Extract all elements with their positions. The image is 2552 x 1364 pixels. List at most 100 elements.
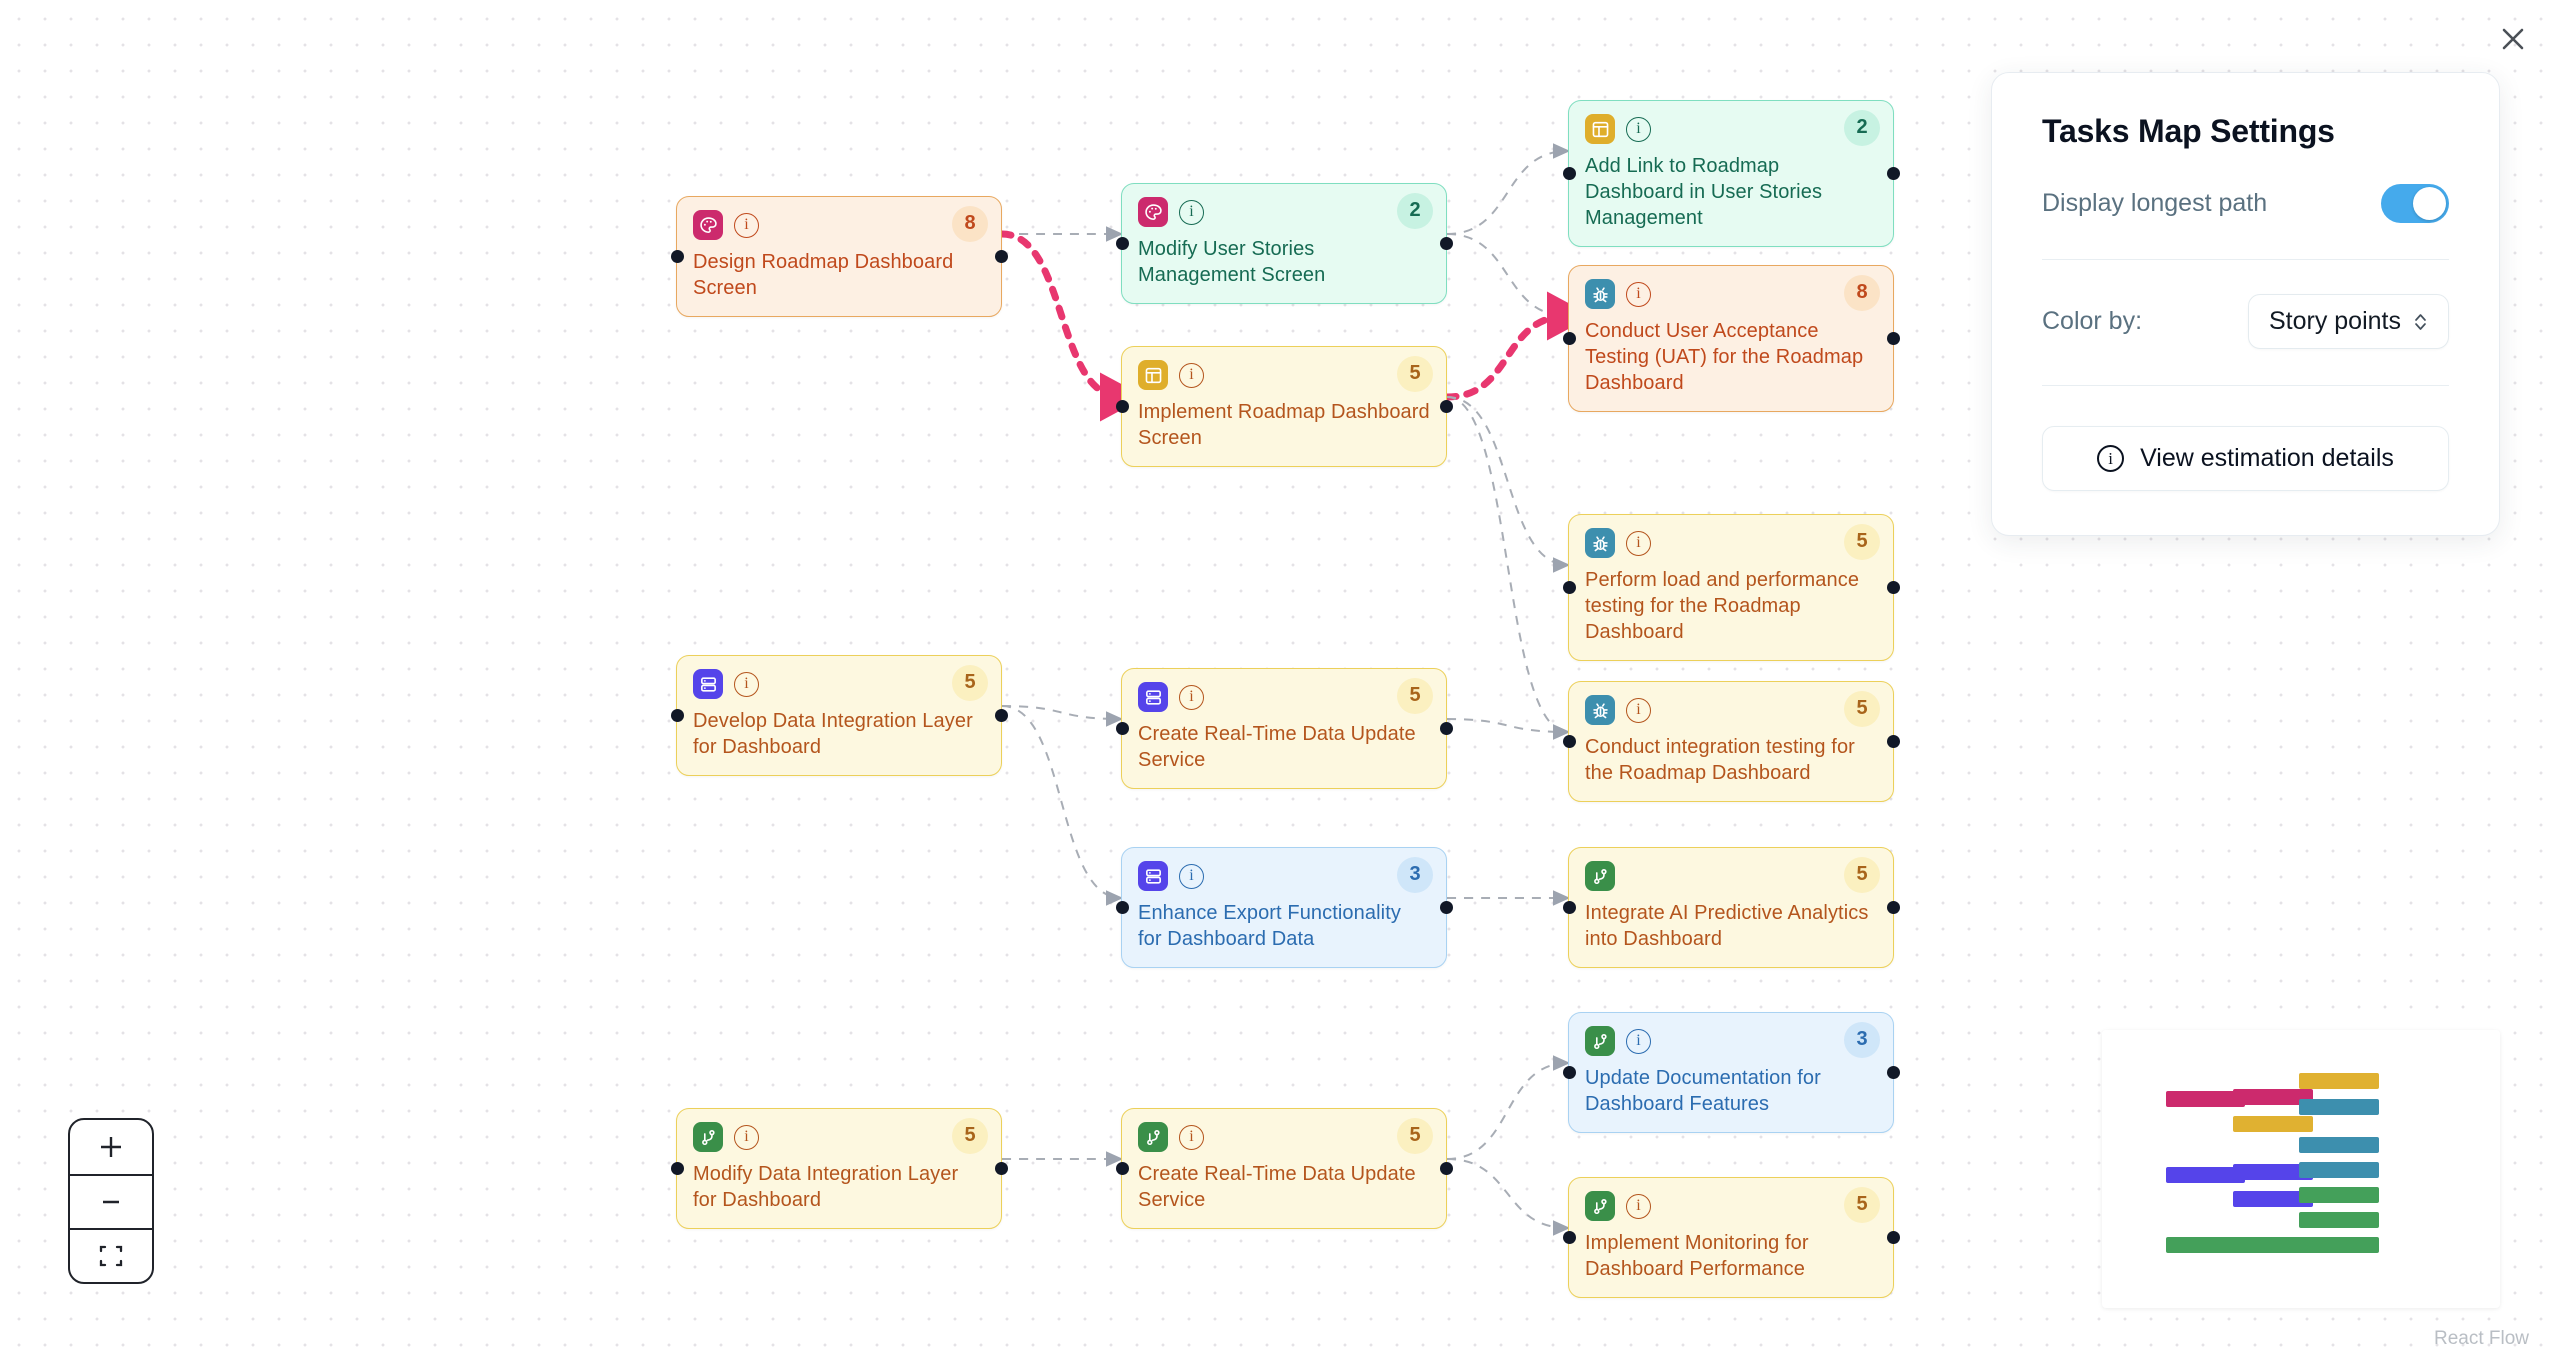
node-handle-right[interactable] bbox=[1886, 581, 1900, 594]
minimap[interactable] bbox=[2102, 1030, 2500, 1308]
info-icon: i bbox=[2097, 445, 2125, 472]
bug-icon bbox=[1585, 695, 1615, 725]
node-handle-left[interactable] bbox=[670, 250, 684, 263]
task-node-title: Modify User Stories Management Screen bbox=[1138, 238, 1326, 286]
task-node-title: Integrate AI Predictive Analytics into D… bbox=[1585, 902, 1869, 950]
info-icon[interactable]: i bbox=[1179, 362, 1204, 388]
info-icon[interactable]: i bbox=[1626, 1193, 1651, 1219]
bug-icon bbox=[1592, 702, 1608, 718]
task-node-header: i 5 bbox=[1138, 355, 1433, 392]
node-handle-left[interactable] bbox=[1562, 167, 1576, 180]
info-icon[interactable]: i bbox=[1626, 281, 1651, 307]
node-handle-left[interactable] bbox=[1562, 901, 1576, 914]
node-handle-right[interactable] bbox=[1439, 1162, 1453, 1175]
minimap-node bbox=[2299, 1073, 2379, 1089]
task-node[interactable]: i 5 Modify Data Integration Layer for Da… bbox=[670, 1108, 1008, 1229]
task-node[interactable]: i 2 Modify User Stories Management Scree… bbox=[1115, 183, 1453, 304]
server-icon bbox=[1138, 682, 1168, 712]
node-handle-left[interactable] bbox=[1562, 332, 1576, 345]
story-points-badge: 5 bbox=[1844, 690, 1880, 727]
story-points-badge: 5 bbox=[1397, 677, 1433, 714]
node-handle-left[interactable] bbox=[1115, 901, 1129, 914]
view-estimation-details-label: View estimation details bbox=[2140, 444, 2394, 472]
node-handle-right[interactable] bbox=[1886, 167, 1900, 180]
task-node[interactable]: i 5 Conduct integration testing for the … bbox=[1562, 681, 1900, 802]
node-handle-left[interactable] bbox=[1115, 237, 1129, 250]
zoom-in-button[interactable] bbox=[70, 1120, 152, 1174]
close-button[interactable] bbox=[2496, 22, 2530, 56]
zoom-out-button[interactable] bbox=[70, 1174, 152, 1228]
info-icon[interactable]: i bbox=[1179, 684, 1204, 710]
node-handle-right[interactable] bbox=[1439, 901, 1453, 914]
task-node[interactable]: i 3 Enhance Export Functionality for Das… bbox=[1115, 847, 1453, 968]
task-node[interactable]: i 3 Update Documentation for Dashboard F… bbox=[1562, 1012, 1900, 1133]
node-handle-right[interactable] bbox=[1439, 722, 1453, 735]
task-node[interactable]: i 5 Implement Roadmap Dashboard Screen bbox=[1115, 346, 1453, 467]
task-node-header: i 8 bbox=[693, 205, 988, 242]
minimap-node bbox=[2166, 1237, 2245, 1253]
task-node[interactable]: i 5 Perform load and performance testing… bbox=[1562, 514, 1900, 661]
branch-icon bbox=[1585, 861, 1615, 891]
node-handle-right[interactable] bbox=[1886, 1066, 1900, 1079]
task-node-title: Perform load and performance testing for… bbox=[1585, 569, 1860, 643]
task-node-header: i 3 bbox=[1138, 856, 1433, 893]
info-icon[interactable]: i bbox=[1626, 116, 1651, 142]
node-handle-right[interactable] bbox=[1886, 332, 1900, 345]
server-icon bbox=[1138, 861, 1168, 891]
node-handle-right[interactable] bbox=[994, 250, 1008, 263]
node-handle-left[interactable] bbox=[1115, 722, 1129, 735]
node-handle-left[interactable] bbox=[670, 709, 684, 722]
info-icon[interactable]: i bbox=[1626, 1028, 1651, 1054]
node-handle-left[interactable] bbox=[1562, 1231, 1576, 1244]
branch-icon bbox=[1585, 1191, 1615, 1221]
divider-1 bbox=[2042, 259, 2449, 260]
story-points-badge: 5 bbox=[1844, 523, 1880, 560]
story-points-badge: 5 bbox=[952, 1117, 988, 1154]
node-handle-right[interactable] bbox=[1439, 400, 1453, 413]
info-icon[interactable]: i bbox=[1626, 530, 1651, 556]
color-by-select[interactable]: Story points bbox=[2247, 294, 2449, 349]
node-handle-right[interactable] bbox=[1886, 735, 1900, 748]
node-handle-left[interactable] bbox=[1562, 735, 1576, 748]
info-icon[interactable]: i bbox=[1179, 863, 1204, 889]
node-handle-right[interactable] bbox=[1886, 1231, 1900, 1244]
node-handle-left[interactable] bbox=[1562, 1066, 1576, 1079]
node-handle-right[interactable] bbox=[994, 709, 1008, 722]
display-longest-path-toggle[interactable] bbox=[2381, 184, 2449, 223]
palette-icon bbox=[1144, 203, 1162, 220]
task-node[interactable]: i 8 Design Roadmap Dashboard Screen bbox=[670, 196, 1008, 317]
story-points-badge: 5 bbox=[1397, 355, 1433, 392]
fit-view-button[interactable] bbox=[70, 1228, 152, 1282]
task-node-title: Develop Data Integration Layer for Dashb… bbox=[693, 710, 973, 758]
palette-icon bbox=[1138, 197, 1168, 227]
node-handle-right[interactable] bbox=[994, 1162, 1008, 1175]
node-handle-left[interactable] bbox=[1115, 400, 1129, 413]
story-points-badge: 5 bbox=[1844, 1186, 1880, 1223]
task-node-title: Add Link to Roadmap Dashboard in User St… bbox=[1585, 155, 1823, 229]
task-node[interactable]: i 2 Add Link to Roadmap Dashboard in Use… bbox=[1562, 100, 1900, 247]
info-icon[interactable]: i bbox=[1626, 697, 1651, 723]
node-handle-left[interactable] bbox=[1562, 581, 1576, 594]
server-icon bbox=[700, 676, 716, 692]
task-node[interactable]: i 5 Create Real-Time Data Update Service bbox=[1115, 1108, 1453, 1229]
setting-row-longest-path: Display longest path bbox=[2042, 184, 2449, 223]
info-icon[interactable]: i bbox=[1179, 1124, 1204, 1150]
task-node[interactable]: i 5 Create Real-Time Data Update Service bbox=[1115, 668, 1453, 789]
node-handle-left[interactable] bbox=[670, 1162, 684, 1175]
node-handle-right[interactable] bbox=[1439, 237, 1453, 250]
task-node-header: i 2 bbox=[1585, 109, 1880, 146]
task-node[interactable]: 5 Integrate AI Predictive Analytics into… bbox=[1562, 847, 1900, 968]
task-node[interactable]: i 5 Implement Monitoring for Dashboard P… bbox=[1562, 1177, 1900, 1298]
view-estimation-details-button[interactable]: i View estimation details bbox=[2042, 426, 2449, 491]
info-icon[interactable]: i bbox=[1179, 199, 1204, 225]
story-points-badge: 8 bbox=[952, 205, 988, 242]
info-icon[interactable]: i bbox=[734, 1124, 759, 1150]
react-flow-attribution[interactable]: React Flow bbox=[2433, 1328, 2529, 1349]
task-node-header: i 5 bbox=[693, 1117, 988, 1154]
node-handle-left[interactable] bbox=[1115, 1162, 1129, 1175]
info-icon[interactable]: i bbox=[734, 671, 759, 697]
task-node[interactable]: i 5 Develop Data Integration Layer for D… bbox=[670, 655, 1008, 776]
node-handle-right[interactable] bbox=[1886, 901, 1900, 914]
info-icon[interactable]: i bbox=[734, 212, 759, 238]
task-node[interactable]: i 8 Conduct User Acceptance Testing (UAT… bbox=[1562, 265, 1900, 412]
